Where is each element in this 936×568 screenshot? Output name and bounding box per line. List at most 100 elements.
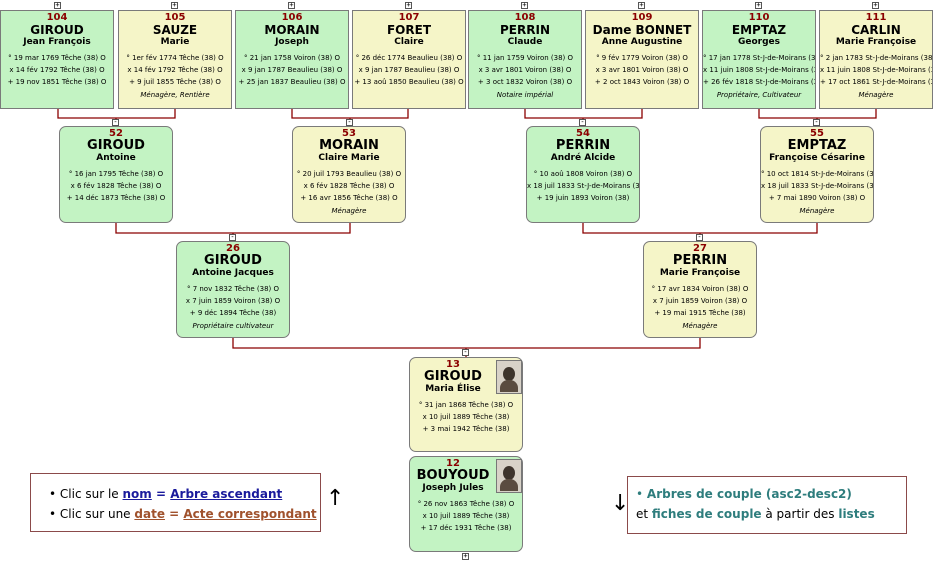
birth-date-link[interactable]: ° 9 fév 1779 Voiron (38) O [596, 54, 688, 62]
death-date-link[interactable]: + 7 mai 1890 Voiron (38) O [768, 194, 866, 202]
collapse-toggle-26[interactable]: - [229, 233, 236, 241]
couple-sheets-link[interactable]: fiches de couple [651, 507, 762, 521]
expand-toggle-111[interactable]: + [872, 1, 879, 9]
marriage-date-link[interactable]: x 14 fév 1792 Têche (38) O [9, 66, 105, 74]
couple-trees-link[interactable]: Arbres de couple (asc2-desc2) [646, 487, 852, 501]
expand-toggle-104[interactable]: + [54, 1, 61, 9]
surname-link[interactable]: SAUZE [152, 23, 198, 37]
death-date-link[interactable]: + 3 oct 1832 Voiron (38) O [477, 78, 573, 86]
date-link[interactable]: date [134, 507, 165, 521]
expand-toggle-107[interactable]: + [405, 1, 412, 9]
death-date-link[interactable]: + 9 juil 1855 Têche (38) O [129, 78, 221, 86]
marriage-date-link[interactable]: x 7 juin 1859 Voiron (38) O [652, 297, 748, 305]
death-date-link[interactable]: + 19 nov 1851 Têche (38) O [7, 78, 107, 86]
marriage-date-link[interactable]: x 18 juil 1833 St-J-de-Moirans (38) O [527, 182, 640, 190]
marriage-date-link[interactable]: x 6 fév 1828 Têche (38) O [70, 182, 162, 190]
marriage-date-link[interactable]: x 9 jan 1787 Beaulieu (38) O [358, 66, 460, 74]
surname-link[interactable]: GIROUD [424, 369, 482, 384]
birth-date-link[interactable]: ° 1er fév 1774 Têche (38) O [126, 54, 224, 62]
birth-date-link[interactable]: ° 10 aoû 1808 Voiron (38) O [533, 170, 633, 178]
surname-link[interactable]: GIROUD [204, 253, 262, 268]
marriage-date-link[interactable]: x 10 juil 1889 Têche (38) [422, 413, 510, 421]
collapse-toggle-54[interactable]: - [579, 118, 586, 126]
birth-date-link[interactable]: ° 16 jan 1795 Têche (38) O [68, 170, 164, 178]
death-date-link[interactable]: + 26 fév 1818 St-J-de-Moirans (38) O [703, 78, 815, 86]
birth-date-link[interactable]: ° 19 mar 1769 Têche (38) O [8, 54, 106, 62]
birth-date-link[interactable]: ° 26 nov 1863 Têche (38) O [417, 500, 515, 508]
death-date-link[interactable]: + 19 mai 1915 Têche (38) [654, 309, 746, 317]
expand-toggle-108[interactable]: + [521, 1, 528, 9]
death-date-link[interactable]: + 3 mai 1942 Têche (38) [422, 425, 510, 433]
portrait-photo-13[interactable] [496, 360, 522, 394]
death-date-link[interactable]: + 14 déc 1873 Têche (38) O [66, 194, 166, 202]
marriage-date-link[interactable]: x 11 juin 1808 St-J-de-Moirans (38) O [820, 66, 932, 74]
lists-link[interactable]: listes [838, 507, 875, 521]
birth-date-link[interactable]: ° 31 jan 1868 Têche (38) O [418, 401, 514, 409]
marriage-date-link[interactable]: x 10 juil 1889 Têche (38) [422, 512, 510, 520]
death-date-link[interactable]: + 16 avr 1856 Têche (38) O [300, 194, 398, 202]
birth-date-link[interactable]: ° 7 nov 1832 Têche (38) O [186, 285, 280, 293]
surname-link[interactable]: GIROUD [87, 138, 145, 153]
ascendant-tree-link[interactable]: Arbre ascendant [170, 487, 283, 501]
death-date-link[interactable]: + 13 aoû 1850 Beaulieu (38) O [354, 78, 464, 86]
expand-toggle-110[interactable]: + [755, 1, 762, 9]
birth-date-link[interactable]: ° 21 jan 1758 Voiron (38) O [243, 54, 341, 62]
marriage-date-link[interactable]: x 7 juin 1859 Voiron (38) O [185, 297, 281, 305]
surname-link[interactable]: PERRIN [672, 253, 728, 268]
death-date-link[interactable]: + 2 oct 1843 Voiron (38) O [594, 78, 690, 86]
surname-link[interactable]: MORAIN [264, 23, 320, 37]
death-date-link[interactable]: + 19 juin 1893 Voiron (38) [536, 194, 630, 202]
expand-toggle-109[interactable]: + [638, 1, 645, 9]
surname-link[interactable]: EMPTAZ [787, 138, 847, 153]
death-date-link[interactable]: + 17 oct 1861 St-J-de-Moirans (38) O [820, 78, 932, 86]
surname-link[interactable]: FORET [386, 23, 432, 37]
birth-date-link[interactable]: ° 11 jan 1759 Voiron (38) O [476, 54, 574, 62]
marriage-date-link[interactable]: x 3 avr 1801 Voiron (38) O [478, 66, 572, 74]
marriage-date-link[interactable]: x 14 fév 1792 Têche (38) O [127, 66, 223, 74]
birth-date-link[interactable]: ° 20 juil 1793 Beaulieu (38) O [296, 170, 402, 178]
surname-link[interactable]: MORAIN [319, 138, 379, 153]
death-date-link[interactable]: + 9 déc 1894 Têche (38) [189, 309, 277, 317]
marriage-date-link[interactable]: x 11 juin 1808 St-J-de-Moirans (38) O [703, 66, 815, 74]
death-date-link[interactable]: + 17 déc 1931 Têche (38) [420, 524, 512, 532]
surname-link[interactable]: PERRIN [500, 23, 550, 37]
expand-toggle-12-descendants[interactable]: + [462, 552, 469, 560]
birth-date-link[interactable]: ° 2 jan 1783 St-J-de-Moirans (38) O [820, 54, 933, 62]
surname-link[interactable]: EMPTAZ [731, 23, 787, 37]
birth-date-link[interactable]: ° 17 jan 1778 St-J-de-Moirans (38) O [703, 54, 816, 62]
portrait-photo-12[interactable] [496, 459, 522, 493]
collapse-toggle-52[interactable]: - [112, 118, 119, 126]
birth-date-link[interactable]: ° 17 avr 1834 Voiron (38) O [651, 285, 749, 293]
collapse-toggle-13[interactable]: - [462, 348, 469, 356]
collapse-toggle-53[interactable]: - [346, 118, 353, 126]
record-link[interactable]: Acte correspondant [183, 507, 317, 521]
name-link[interactable]: nom [122, 487, 152, 501]
birth-date-link[interactable]: ° 10 oct 1814 St-J-de-Moirans (38) O [761, 170, 874, 178]
surname-link[interactable]: PERRIN [555, 138, 611, 153]
expand-toggle-106[interactable]: + [288, 1, 295, 9]
marriage-date-link[interactable]: x 6 fév 1828 Têche (38) O [303, 182, 395, 190]
marriage-date-link[interactable]: x 3 avr 1801 Voiron (38) O [595, 66, 689, 74]
surname-link[interactable]: CARLIN [851, 23, 901, 37]
expand-toggle-105[interactable]: + [171, 1, 178, 9]
marriage-date-link[interactable]: x 9 jan 1787 Beaulieu (38) O [241, 66, 343, 74]
marriage-date-link[interactable]: x 18 juil 1833 St-J-de-Moirans (38) O [761, 182, 874, 190]
death-date-link[interactable]: + 25 jan 1837 Beaulieu (38) O [238, 78, 346, 86]
birth-date-link[interactable]: ° 26 déc 1774 Beaulieu (38) O [355, 54, 463, 62]
surname-link[interactable]: BOUYOUD [416, 468, 490, 483]
